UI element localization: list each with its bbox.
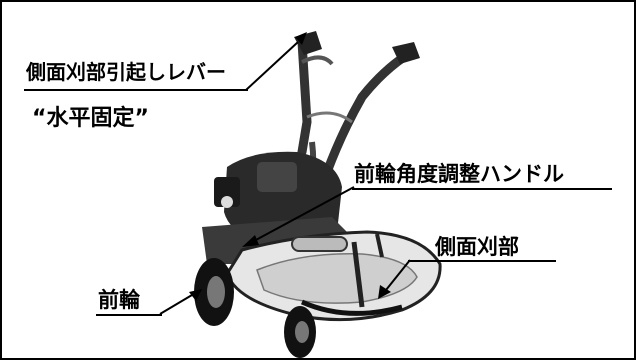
front-wheel-angle-handle-label: 前輪角度調整ハンドル [354,162,564,186]
horizontal-fixed-label: “水平固定” [32,106,149,131]
leader-lines [159,32,411,315]
side-mower-label: 側面刈部 [435,235,519,259]
side-mower-underline [408,260,556,262]
side-mower-lift-lever-underline [24,89,248,91]
front-wheel-underline [96,314,162,316]
side-mower-lift-lever-label: 側面刈部引起しレバー [26,60,226,84]
front-wheel-angle-handle-underline [352,188,612,190]
front-wheel-label: 前輪 [98,288,140,312]
